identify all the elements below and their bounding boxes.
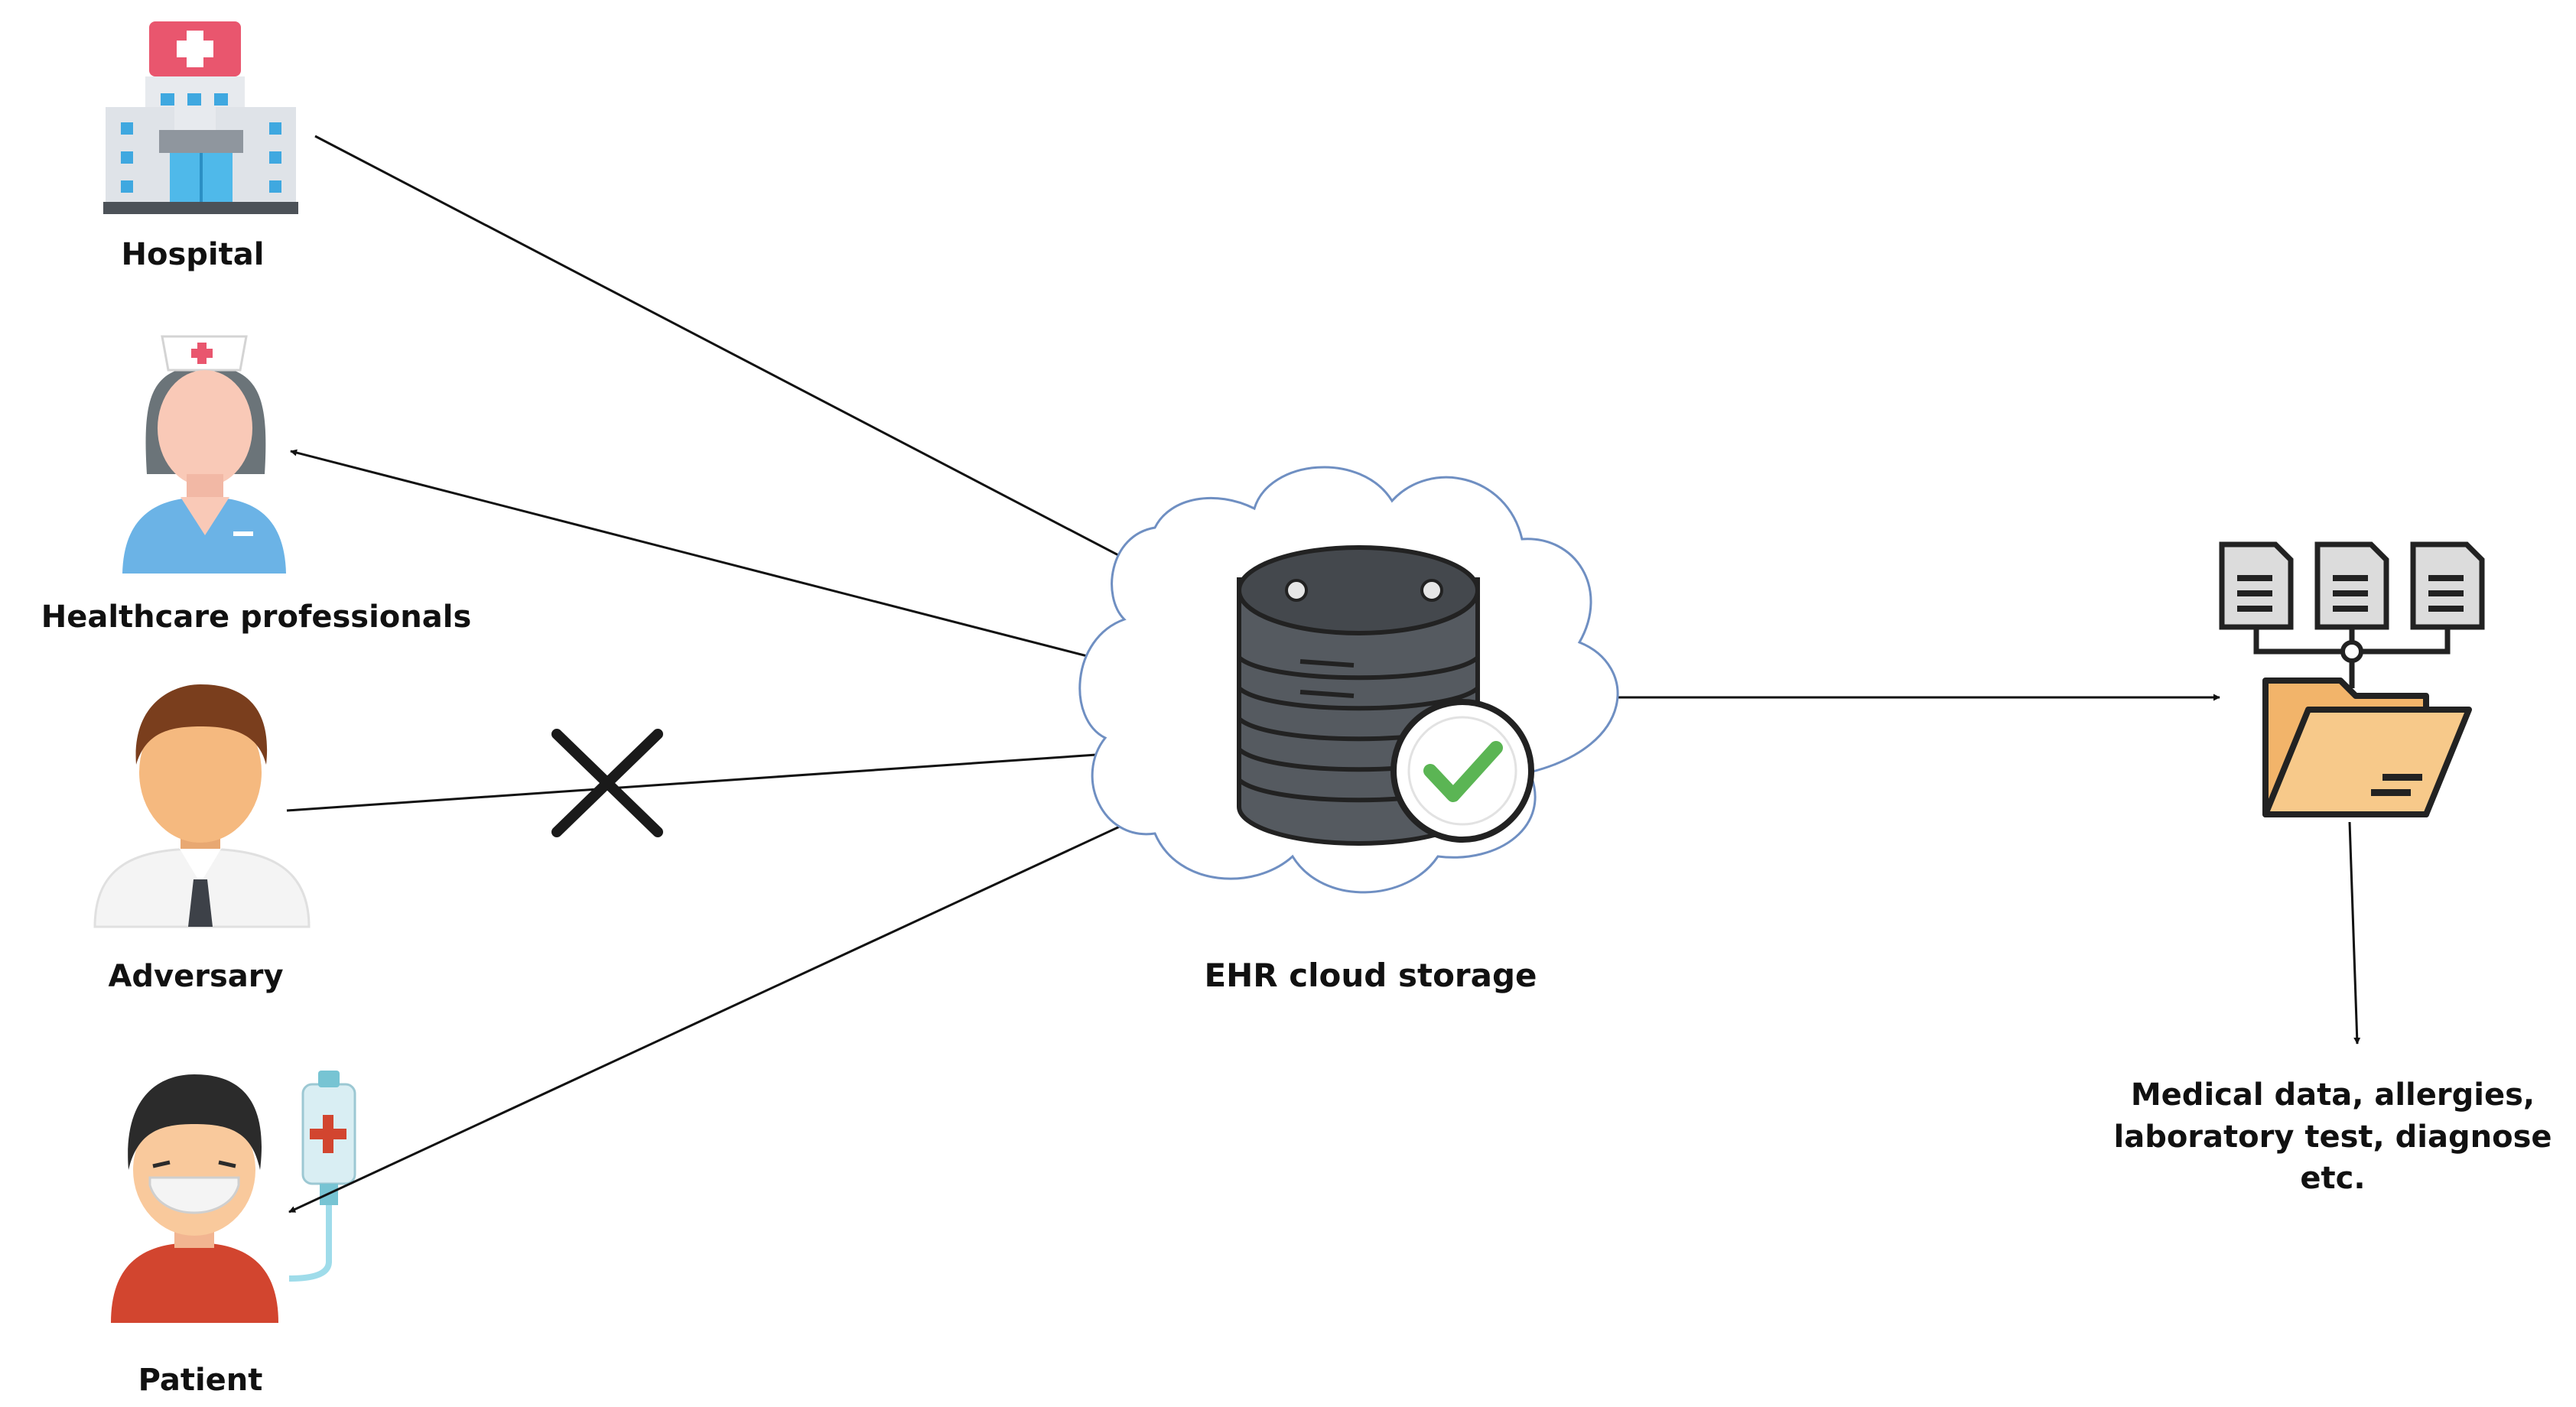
- database-cloud-icon: [1078, 466, 1619, 894]
- data-line-1: Medical data, allergies,: [2131, 1077, 2535, 1113]
- adversary-label: Adversary: [108, 959, 283, 994]
- arrow-adversary-to-cloud: [286, 742, 1231, 812]
- patient-label: Patient: [138, 1363, 263, 1398]
- hospital-label: Hospital: [122, 237, 265, 272]
- adversary-icon: [93, 684, 311, 928]
- healthcare-label: Healthcare professionals: [41, 600, 472, 635]
- arrow-hospital-to-cloud: [314, 135, 1228, 613]
- cloud-label: EHR cloud storage: [1204, 957, 1537, 994]
- medical-data-label: Medical data, allergies, laboratory test…: [2113, 1077, 2552, 1196]
- data-line-3: etc.: [2300, 1161, 2365, 1196]
- nurse-icon: [122, 335, 286, 574]
- blocked-cross-icon: [551, 729, 663, 837]
- data-line-2: laboratory test, diagnose: [2113, 1119, 2552, 1155]
- arrow-files-to-data: [2348, 821, 2361, 1045]
- patient-icon: [111, 1071, 356, 1323]
- folder-documents-icon: [2219, 541, 2485, 817]
- arrow-cloud-healthcare: [290, 449, 1228, 694]
- arrow-cloud-patient: [288, 775, 1229, 1214]
- hospital-icon: [103, 21, 298, 214]
